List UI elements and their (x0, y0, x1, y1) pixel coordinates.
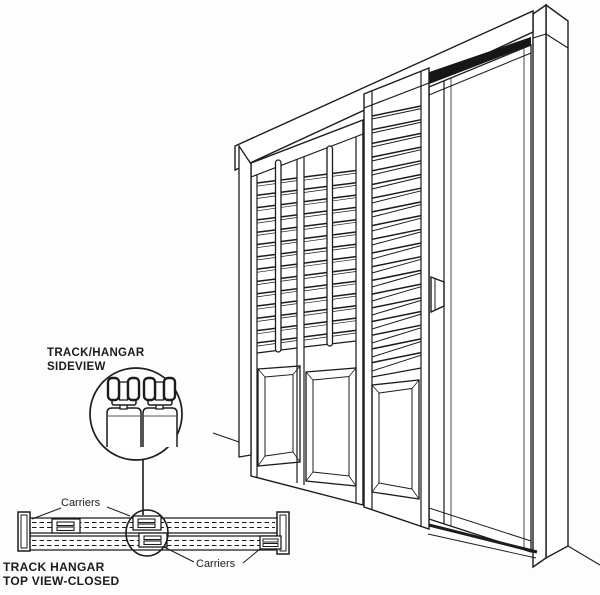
louver-slat-line (371, 272, 422, 288)
louver-slat-line (371, 162, 422, 176)
detail-circle-topview (125, 509, 169, 557)
carrier-box-center-top (132, 515, 162, 531)
track-topview (17, 506, 290, 564)
floor-line (212, 432, 240, 443)
raised-panel-2 (305, 367, 357, 487)
louver-slat-line (371, 242, 422, 254)
sliding-glass-door (428, 44, 532, 553)
carriers-label-bottom: Carriers (196, 558, 236, 570)
louver-slat-line (371, 269, 422, 282)
carrier-box-center-bottom (138, 532, 168, 548)
louver-slat-line (371, 217, 422, 232)
louver-slat-line (371, 108, 422, 120)
louver-slat-line (371, 286, 422, 302)
tilt-rod-b (326, 145, 334, 347)
louver-slat-line (371, 173, 422, 186)
sideview-label-line2: SIDEVIEW (47, 361, 106, 373)
louver-slat-line (371, 204, 422, 218)
louver-slat-line (371, 132, 422, 145)
shutter-door-left (250, 118, 364, 506)
louver-slat-line (371, 187, 422, 199)
louver-slat-line (371, 118, 422, 131)
louver-slat-line (371, 313, 422, 330)
louver-slat-line (371, 146, 422, 158)
louver-slat-line (371, 327, 422, 344)
louver-slat-line (371, 299, 422, 316)
bottom-track (420, 521, 538, 559)
louver-slat-line (371, 283, 422, 295)
left-frame-jamb (238, 143, 252, 458)
hanger-assembly-2 (142, 376, 178, 447)
carrier-box-left (51, 518, 81, 534)
louver-slat-line (371, 190, 422, 204)
louver-slat-line (371, 354, 422, 372)
raised-panel-1 (257, 365, 301, 467)
louver-slats-middle (371, 105, 422, 372)
louver-slat-line (371, 255, 422, 268)
detail-circle-sideview (89, 367, 183, 461)
louver-slat-line (371, 201, 422, 213)
raised-panel-3 (371, 379, 420, 500)
sideview-detail (89, 367, 183, 515)
louver-slat-line (371, 105, 422, 117)
louver-slat-line (371, 351, 422, 364)
louver-slat-line (371, 324, 422, 336)
louver-slat-line (371, 121, 422, 134)
right-frame-post (532, 3, 600, 569)
louver-slat-line (371, 176, 422, 190)
louver-slat-line (371, 258, 422, 274)
louver-slat-line (371, 231, 422, 246)
louver-slat-line (371, 297, 422, 309)
louver-slat-line (371, 160, 422, 172)
louver-slat-line (371, 228, 422, 241)
tilt-rod-a (274, 159, 282, 353)
louver-slat-line (371, 214, 422, 227)
topview-label-line2: TOP VIEW-CLOSED (3, 574, 120, 588)
hanger-assembly-1 (106, 376, 142, 447)
door-handle (430, 275, 445, 314)
louver-slat-line (371, 338, 422, 350)
door-illustration (212, 3, 600, 569)
carriers-leader-lines (31, 506, 261, 564)
carriers-label-top: Carriers (61, 497, 101, 509)
louver-slat-line (371, 135, 422, 148)
louver-slat-line (371, 149, 422, 162)
carrier-box-right (259, 535, 282, 550)
louver-slat-line (371, 245, 422, 260)
sideview-label-line1: TRACK/HANGAR (47, 347, 145, 359)
louver-slat-line (371, 310, 422, 323)
end-bracket-left (17, 511, 31, 552)
topview-label-line1: TRACK HANGAR (3, 560, 105, 574)
shutter-door-middle (363, 66, 430, 530)
louver-slat-line (371, 341, 422, 358)
